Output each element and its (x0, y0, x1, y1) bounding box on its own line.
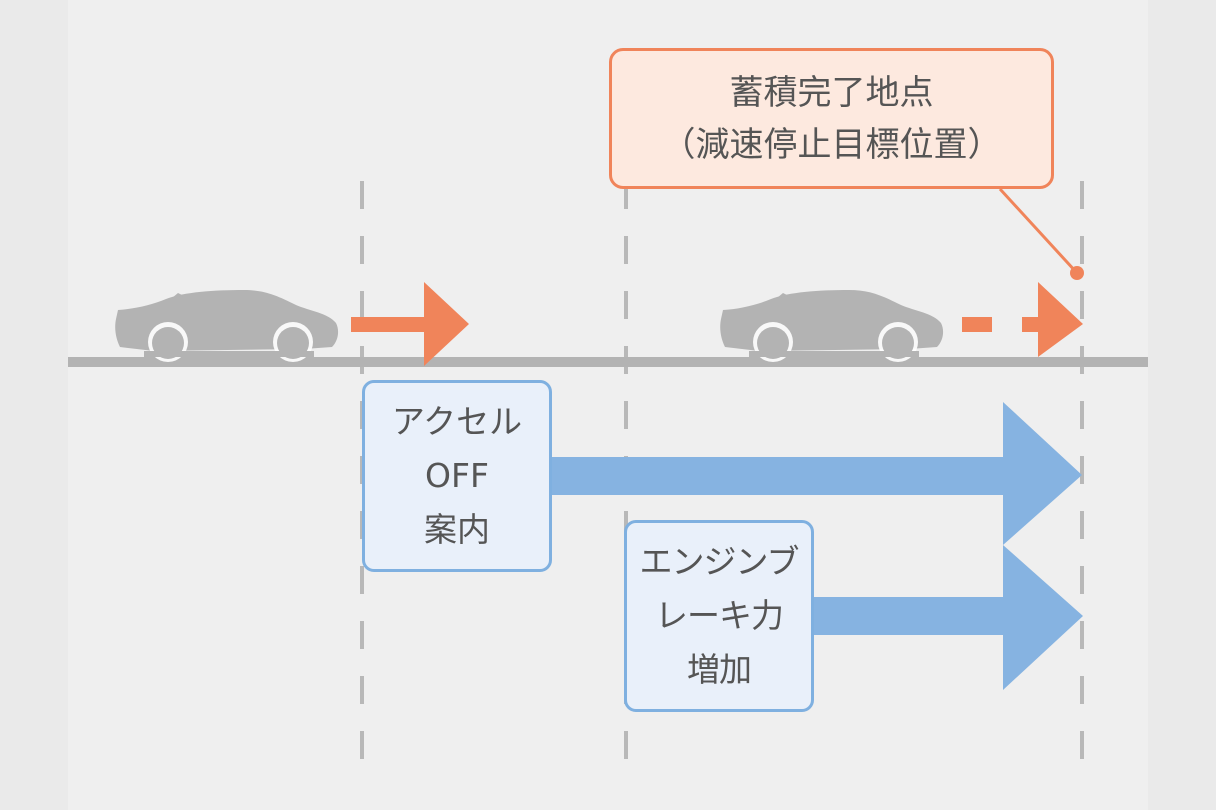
road-line (68, 357, 1148, 367)
car-icon (720, 290, 944, 362)
stop-point-marker (1070, 266, 1084, 280)
engine-brake-arrow (812, 545, 1083, 690)
callout-leader-line (998, 187, 1079, 275)
coasting-arrow (962, 282, 1083, 357)
step-label-line: レーキ力 (655, 596, 784, 635)
step-label-line: OFF (425, 456, 489, 495)
callout-subtitle: （減速停止目標位置） (661, 124, 1002, 165)
car-icon (115, 290, 339, 362)
step-engine-brake-increase: エンジンブ レーキ力 増加 (624, 520, 814, 712)
accelerator-off-arrow (550, 402, 1082, 545)
stop-point-callout: 蓄積完了地点 （減速停止目標位置） (609, 48, 1054, 189)
callout-title: 蓄積完了地点 (729, 72, 934, 113)
step-label-line: エンジンブ (639, 542, 799, 581)
step-label-line: 案内 (424, 510, 490, 549)
step-label-line: アクセル (391, 402, 523, 441)
driving-arrow (351, 282, 469, 366)
step-accelerator-off: アクセル OFF 案内 (362, 380, 552, 572)
step-label-line: 増加 (687, 650, 752, 689)
